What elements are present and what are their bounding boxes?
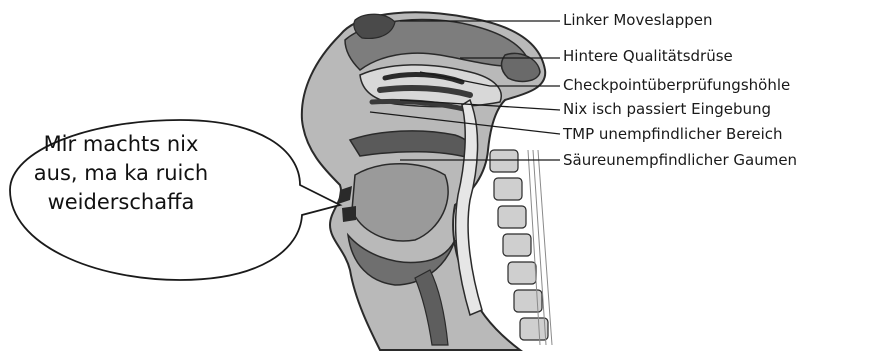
label-tmp-bereich: TMP unempfindlicher Bereich <box>563 125 783 143</box>
label-hintere-qualitaetsdruese: Hintere Qualitätsdrüse <box>563 47 733 65</box>
speech-line-1: Mir machts nix <box>10 130 232 159</box>
label-checkpoint-hoehle: Checkpointüberprüfungshöhle <box>563 76 790 94</box>
head-cross-section <box>302 12 552 350</box>
speech-bubble-text: Mir machts nix aus, ma ka ruich weidersc… <box>10 130 232 217</box>
speech-line-2: aus, ma ka ruich <box>10 159 232 188</box>
speech-line-3: weiderschaffa <box>10 188 232 217</box>
label-nix-isch-passiert: Nix isch passiert Eingebung <box>563 100 771 118</box>
lower-teeth <box>342 206 356 222</box>
label-linker-moveslappen: Linker Moveslappen <box>563 11 713 29</box>
label-saeure-gaumen: Säureunempfindlicher Gaumen <box>563 151 797 169</box>
